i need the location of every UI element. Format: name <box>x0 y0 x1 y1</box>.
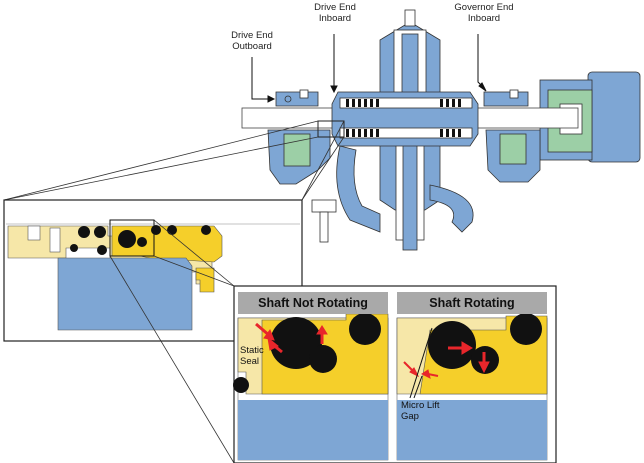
panel-title-not-rotating: Shaft Not Rotating <box>238 292 388 314</box>
static-seal-label: Static Seal <box>240 345 264 367</box>
callout-arrows <box>251 34 487 103</box>
panel-not-rotating-art <box>233 313 389 461</box>
middle-inset <box>3 199 303 342</box>
label-drive-end-inboard: Drive End Inboard <box>314 2 356 24</box>
panel-title-rotating: Shaft Rotating <box>397 292 547 314</box>
zoom-lines <box>3 120 345 201</box>
micro-lift-gap-label: Micro Lift Gap <box>401 400 440 422</box>
detail-box <box>233 285 557 463</box>
label-drive-end-outboard: Drive End Outboard <box>231 30 273 52</box>
label-governor-end-inboard: Governor End Inboard <box>454 2 514 24</box>
zoom-source-box <box>317 120 345 138</box>
turbine-cross-section <box>241 9 641 251</box>
panel-rotating-art <box>396 313 548 461</box>
zoom-lines-lower <box>109 219 235 463</box>
